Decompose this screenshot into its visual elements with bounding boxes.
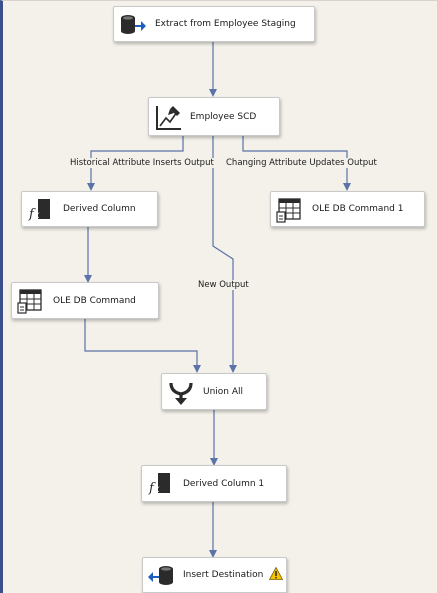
svg-text:f: f <box>148 481 156 496</box>
scd-label: Employee SCD <box>190 112 257 122</box>
union-all-label: Union All <box>203 387 244 397</box>
union-all-icon <box>168 380 194 406</box>
path-historical-inserts[interactable] <box>87 136 184 191</box>
ole-db-command-label: OLE DB Command <box>53 296 136 306</box>
ole-db-command-1-label: OLE DB Command 1 <box>312 204 404 214</box>
derived-column-label: Derived Column <box>63 204 136 214</box>
svg-text:f: f <box>28 207 36 222</box>
union-all-component[interactable]: Union All <box>161 373 267 410</box>
path-label-changing[interactable]: Changing Attribute Updates Output <box>225 158 378 168</box>
extract-label: Extract from Employee Staging <box>155 19 296 29</box>
insert-destination-component[interactable]: Insert Destination <box>142 557 287 593</box>
connector-layer <box>84 42 351 558</box>
path-command-to-union[interactable] <box>84 319 201 373</box>
path-label-historical[interactable]: Historical Attribute Inserts Output <box>69 158 215 168</box>
derived-column-icon: f x <box>147 472 173 496</box>
slowly-changing-dimension-icon <box>153 102 183 132</box>
path-label-new-output[interactable]: New Output <box>197 280 250 290</box>
ole-db-command-icon <box>276 197 302 223</box>
svg-text:x: x <box>154 484 160 495</box>
derived-column-1-component[interactable]: f x Derived Column 1 <box>141 465 287 502</box>
extract-from-employee-staging-component[interactable]: Extract from Employee Staging <box>113 6 315 42</box>
derived-column-1-label: Derived Column 1 <box>183 479 265 489</box>
employee-scd-component[interactable]: Employee SCD <box>148 97 280 136</box>
ole-db-command-component[interactable]: OLE DB Command <box>11 282 159 319</box>
ole-db-command-1-component[interactable]: OLE DB Command 1 <box>270 191 425 227</box>
svg-text:x: x <box>34 210 40 221</box>
ole-db-source-icon <box>120 13 146 37</box>
ole-db-destination-icon <box>148 564 174 588</box>
ole-db-command-icon <box>17 288 43 314</box>
warning-icon[interactable] <box>268 566 284 583</box>
insert-destination-label: Insert Destination <box>183 570 264 580</box>
derived-column-icon: f x <box>27 198 53 222</box>
derived-column-component[interactable]: f x Derived Column <box>21 191 158 227</box>
path-changing-updates[interactable] <box>242 136 351 191</box>
path-new-output[interactable] <box>212 136 237 373</box>
